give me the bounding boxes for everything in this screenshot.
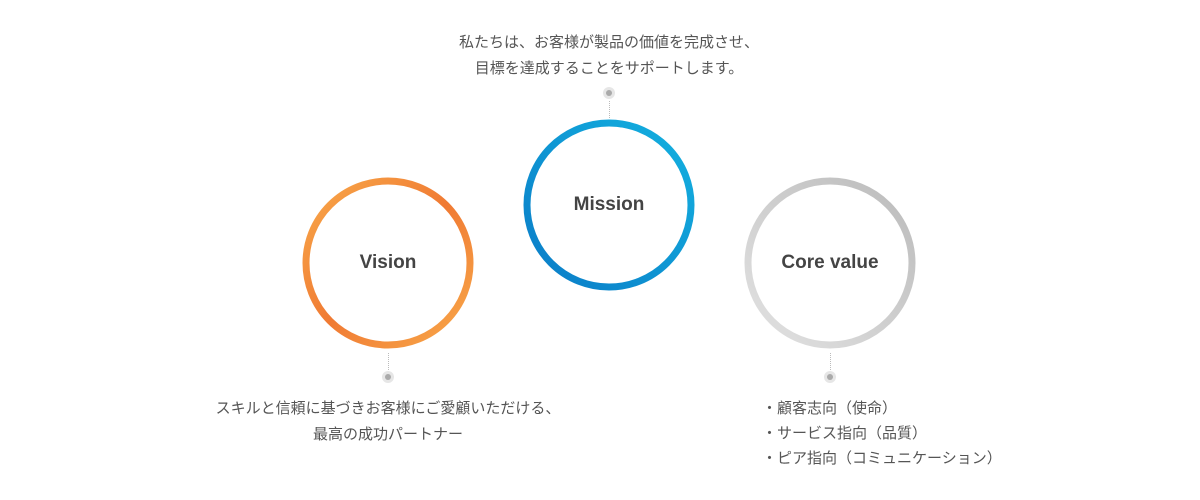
core-value-item: ・サービス指向（品質） (762, 424, 928, 442)
vision-connector-line (388, 353, 389, 370)
mission-line-2: 目標を達成することをサポートします。 (474, 59, 744, 77)
mission-connector-line (609, 101, 610, 118)
vision-connector-dot (382, 371, 394, 383)
mission-circle: Mission (523, 119, 695, 291)
core-value-connector-line (830, 353, 831, 370)
vision-title: Vision (359, 252, 417, 273)
core-value-item: ・ピア指向（コミュニケーション） (762, 449, 1002, 467)
vision-line-1: スキルと信頼に基づきお客様にご愛顧いただける、 (215, 399, 561, 417)
mission-title: Mission (573, 194, 645, 215)
core-value-item: ・顧客志向（使命） (762, 399, 898, 417)
vision-description: スキルと信頼に基づきお客様にご愛顧いただける、 最高の成功パートナー (168, 395, 608, 447)
core-value-circle: Core value (744, 177, 916, 349)
vision-line-2: 最高の成功パートナー (312, 425, 463, 443)
core-value-connector-dot (824, 371, 836, 383)
vision-circle: Vision (302, 177, 474, 349)
mission-line-1: 私たちは、お客様が製品の価値を完成させ、 (458, 33, 759, 51)
mission-connector-dot (603, 87, 615, 99)
mission-description: 私たちは、お客様が製品の価値を完成させ、 目標を達成することをサポートします。 (409, 29, 809, 81)
core-value-title: Core value (781, 252, 879, 273)
core-value-list: ・顧客志向（使命） ・サービス指向（品質） ・ピア指向（コミュニケーション） (762, 396, 1002, 471)
